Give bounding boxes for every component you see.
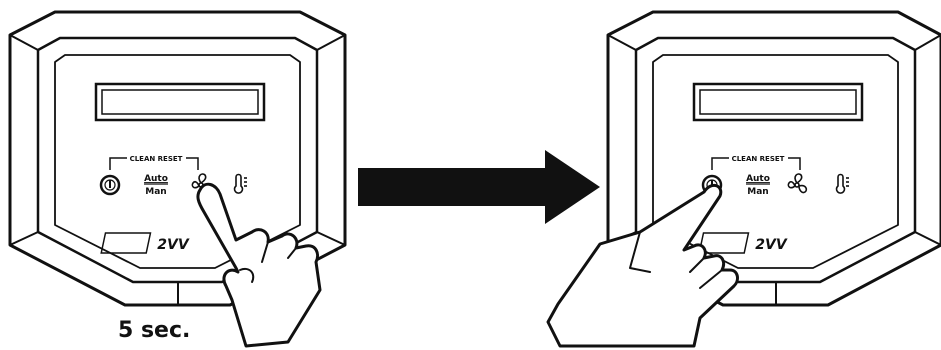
auto-man-icon[interactable]: Auto Man xyxy=(746,174,770,197)
clean-reset-bracket-left xyxy=(109,157,199,170)
auto-label: Auto xyxy=(144,174,168,184)
brand-logo-text-left: 2VV xyxy=(157,237,190,253)
brand-logo-left: 2VV xyxy=(100,232,190,254)
fan-icon[interactable] xyxy=(787,173,808,194)
clean-reset-label-left: CLEAN RESET xyxy=(130,155,183,163)
auto-man-icon[interactable]: Auto Man xyxy=(144,174,168,197)
display-screen-left xyxy=(94,82,266,122)
clean-reset-bracket-right xyxy=(711,157,801,170)
display-screen-right xyxy=(692,82,864,122)
pointing-hand-icon xyxy=(546,183,739,348)
control-panel-left xyxy=(8,10,347,307)
thermometer-icon[interactable] xyxy=(233,173,247,194)
pointing-hand-icon xyxy=(196,182,322,348)
brand-logo-text-right: 2VV xyxy=(755,237,788,253)
power-button-icon[interactable] xyxy=(99,174,121,196)
brand-logo-right: 2VV xyxy=(698,232,788,254)
clean-reset-label-right: CLEAN RESET xyxy=(732,155,785,163)
man-label: Man xyxy=(145,187,166,197)
duration-caption: 5 sec. xyxy=(118,318,191,343)
man-label: Man xyxy=(747,187,768,197)
thermometer-icon[interactable] xyxy=(835,173,850,194)
right-arrow-icon xyxy=(358,150,600,224)
auto-label: Auto xyxy=(746,174,770,184)
